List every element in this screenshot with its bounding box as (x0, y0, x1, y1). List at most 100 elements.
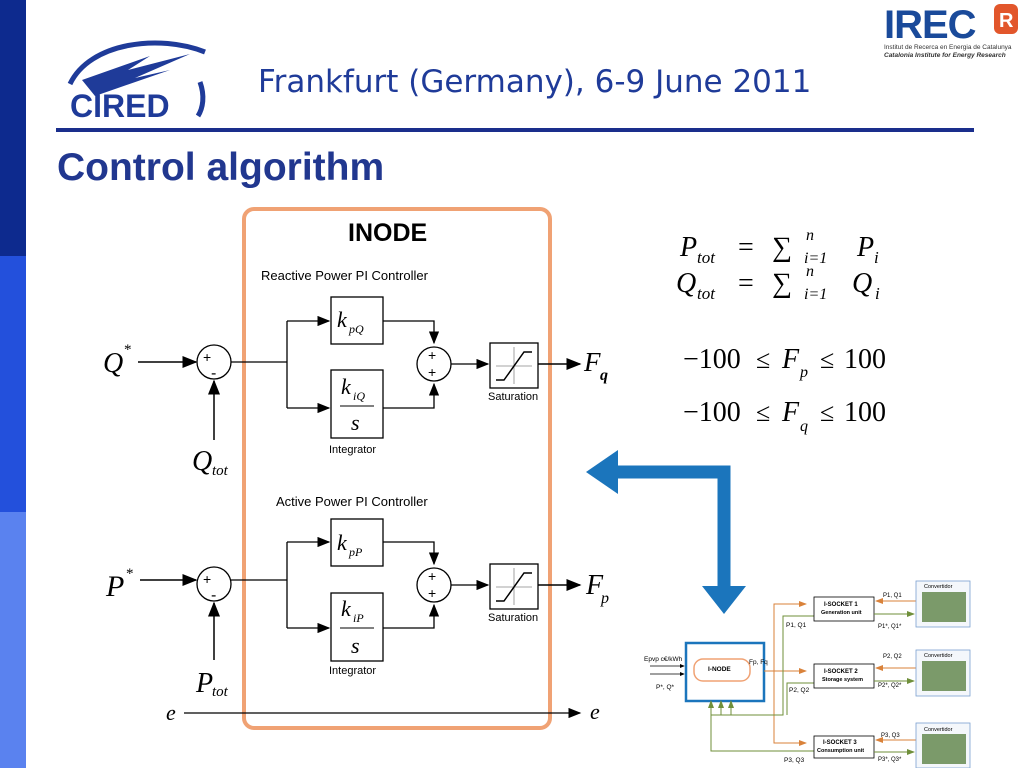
irec-badge-letter: R (999, 10, 1014, 32)
reactive-ki-block (330, 369, 384, 439)
active-sum2-plus-top: + (428, 568, 436, 584)
mini-socket-1-top: P1, Q1 (883, 593, 902, 599)
fq-output-label: F (583, 347, 601, 377)
mini-socket-2-bottom: P2*, Q2* (878, 683, 902, 689)
fp-le2: ≤ (820, 345, 834, 374)
active-sum-junction (196, 566, 232, 602)
p-ref-sup: * (126, 566, 134, 582)
active-sum-minus: - (211, 587, 216, 604)
connector-arrow (586, 450, 746, 614)
ptot-term: P (856, 232, 874, 263)
active-s-label: s (351, 633, 360, 658)
reactive-s-label: s (351, 410, 360, 435)
q-tot-label: Q (192, 446, 212, 477)
active-kp-sub: pP (348, 545, 363, 559)
fp-var: F (781, 344, 800, 375)
qtot-sum-sub: i=1 (804, 286, 827, 303)
mini-fb-1: P1, Q1 (786, 622, 807, 629)
qtot-eq: = (738, 268, 754, 299)
mini-socket-3-subtitle: Consumption unit (817, 748, 864, 754)
fp-high: 100 (844, 344, 886, 375)
mini-converter-3-label: Convertidor (924, 727, 953, 733)
cired-logo-text: CIRED (70, 88, 170, 124)
mini-input-refs: P*, Q* (656, 684, 675, 691)
reactive-kp-sub: pQ (348, 322, 364, 336)
active-title: Active Power PI Controller (276, 494, 428, 509)
reactive-saturation-label: Saturation (488, 391, 538, 403)
reactive-sum2-plus-top: + (428, 347, 436, 363)
sidebar-band-dark (0, 0, 26, 256)
ptot-term-sub: i (874, 248, 879, 267)
reactive-ki-sub: iQ (353, 389, 365, 403)
mini-output-f: Fp, Fq (749, 659, 768, 666)
mini-socket-3-bottom: P3*, Q3* (878, 757, 902, 763)
fq-output-sub: q (600, 367, 608, 384)
reactive-integrator-label: Integrator (329, 444, 376, 456)
fq-var: F (781, 397, 800, 428)
arrow-left-head (586, 450, 618, 494)
active-sum2-plus-bottom: + (428, 585, 436, 601)
inode-title: INODE (348, 219, 427, 247)
active-ki-block (330, 592, 384, 662)
slide-title: Control algorithm (57, 146, 385, 189)
active-ki-sub: iP (353, 611, 364, 625)
qtot-sum-sup: n (806, 263, 814, 280)
q-ref-sup: * (124, 342, 132, 358)
sidebar-band-mid (0, 256, 26, 512)
mini-socket-3 (813, 735, 875, 759)
reactive-kp-label: k (337, 307, 348, 332)
sidebar-band-light (0, 512, 26, 768)
mini-input-price: Epvp c€/kWh (644, 656, 683, 663)
arrow-down-head (702, 586, 746, 614)
irec-logo-text: IREC (884, 3, 976, 47)
reactive-sum-plus: + (203, 349, 211, 365)
mini-socket-2 (813, 663, 875, 689)
mini-inode-core (693, 658, 751, 682)
header-divider (56, 128, 974, 132)
active-integrator-label: Integrator (329, 665, 376, 677)
active-saturation-label: Saturation (488, 612, 538, 624)
mini-system-diagram: Epvp c€/kWh P*, Q* I-NODE Fp, Fq P1, Q1 … (644, 580, 971, 768)
conference-title: Frankfurt (Germany), 6-9 June 2011 (258, 64, 812, 100)
fq-low: −100 (683, 397, 741, 428)
reactive-title: Reactive Power PI Controller (261, 268, 429, 283)
qtot-lhs: Q (676, 268, 696, 299)
p-tot-label: P (195, 668, 213, 699)
irec-badge (994, 4, 1018, 34)
reactive-controller: Reactive Power PI Controller Q * + - Q t… (103, 268, 608, 479)
mini-socket-3-title: I-SOCKET 3 (823, 740, 857, 746)
active-controller: Active Power PI Controller P * + - P tot… (105, 494, 609, 700)
ptot-lhs: P (679, 232, 697, 263)
mini-socket-2-top: P2, Q2 (883, 654, 902, 660)
mini-converter-3-image (922, 734, 966, 764)
mini-socket-1-title: I-SOCKET 1 (824, 602, 858, 608)
reactive-ki-label: k (341, 374, 352, 399)
p-tot-sub: tot (212, 684, 229, 700)
fp-output-sub: p (600, 590, 609, 607)
mini-socket-3-top: P3, Q3 (881, 733, 900, 739)
p-ref-label: P (105, 570, 124, 603)
e-output-label: e (590, 699, 600, 724)
ptot-sum-sub: i=1 (804, 250, 827, 267)
mini-fb-2: P2, Q2 (789, 687, 810, 694)
mini-socket-2-title: I-SOCKET 2 (824, 669, 858, 675)
fp-low: −100 (683, 344, 741, 375)
irec-subtitle-line2: Catalonia Institute for Energy Research (884, 52, 1006, 59)
equation-fp-bounds: −100 ≤ F p ≤ 100 (683, 344, 886, 381)
fq-le2: ≤ (820, 398, 834, 427)
fq-high: 100 (844, 397, 886, 428)
qtot-sum: ∑ (772, 268, 792, 299)
fp-output-label: F (585, 570, 604, 601)
fq-le1: ≤ (756, 398, 770, 427)
mini-converter-2-image (922, 661, 966, 691)
qtot-lhs-sub: tot (697, 284, 716, 303)
equation-fq-bounds: −100 ≤ F q ≤ 100 (683, 397, 886, 435)
mini-converter-2-label: Convertidor (924, 653, 953, 659)
cired-logo: CIRED (67, 40, 206, 124)
mini-converter-1-label: Convertidor (924, 584, 953, 590)
ptot-sum: ∑ (772, 232, 792, 263)
active-sum-plus: + (203, 571, 211, 587)
qtot-term: Q (852, 268, 872, 299)
q-tot-sub: tot (212, 463, 229, 479)
